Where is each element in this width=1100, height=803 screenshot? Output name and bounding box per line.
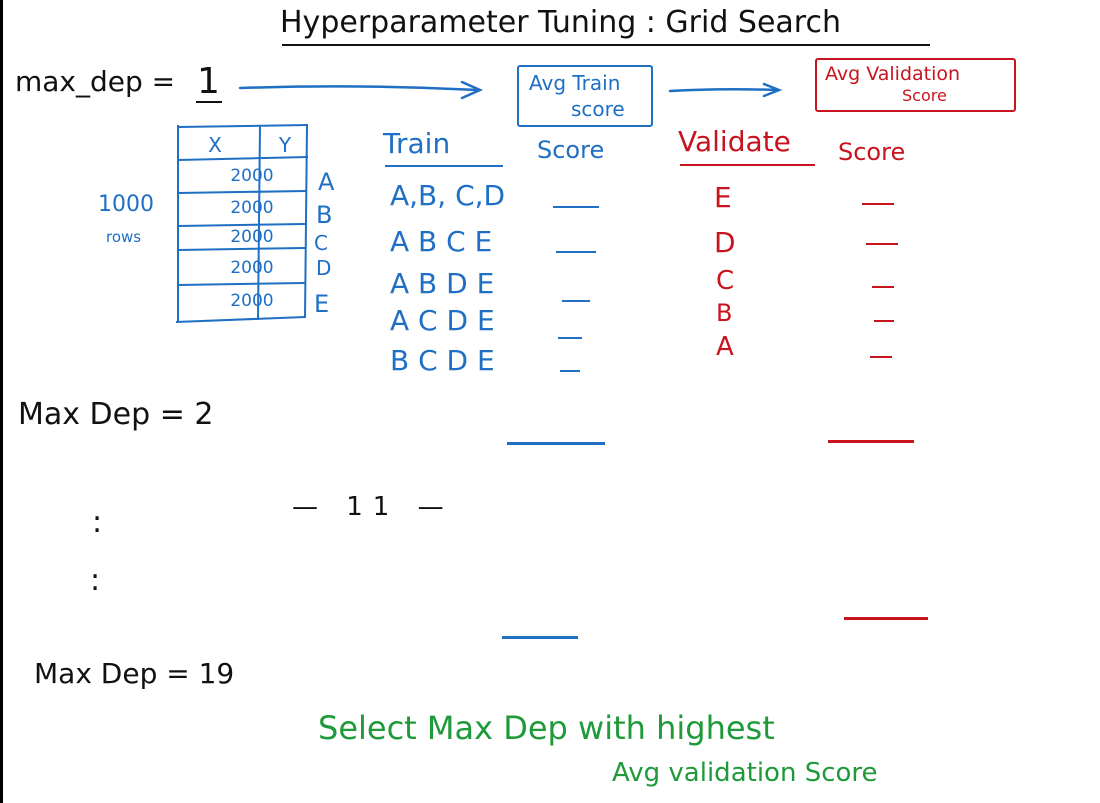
train-set-3: A B D E [390, 267, 495, 300]
max-dep-2-label: Max Dep = 2 [18, 397, 214, 432]
table-cell: 2000 [230, 198, 274, 218]
max-dep-1-label: max_dep = [15, 65, 176, 98]
fold-label-a: A [318, 168, 335, 196]
max-dep-19-avg-validation [844, 617, 928, 620]
validate-set-2: D [714, 226, 736, 259]
train-score-dash [553, 206, 599, 208]
train-score-dash [560, 370, 580, 372]
validation-score-dash [866, 243, 898, 245]
train-score-dash [558, 337, 582, 339]
title-underline [282, 44, 930, 46]
arrow-to-avg-train [238, 80, 484, 100]
train-set-5: B C D E [390, 344, 495, 377]
table-cell: 2000 [230, 291, 274, 311]
train-score-dash [562, 300, 590, 302]
max-dep-2-avg-train [507, 442, 605, 445]
rows-word: rows [106, 228, 142, 246]
train-header: Train [383, 127, 451, 160]
max-dep-2-avg-validation [828, 440, 914, 443]
table-cell: 2000 [230, 227, 274, 247]
vertical-dots-upper: : [92, 505, 103, 540]
validate-header-underline [680, 164, 815, 166]
validate-set-1: E [714, 181, 732, 214]
avg-train-line2: score [571, 97, 625, 121]
fold-label-b: B [316, 201, 333, 229]
avg-validation-line2: Score [902, 86, 947, 105]
page-title: Hyperparameter Tuning : Grid Search [280, 5, 841, 40]
train-set-2: A B C E [390, 225, 493, 258]
fold-label-e: E [314, 290, 330, 318]
avg-train-score-box: Avg Train score [517, 65, 653, 127]
validation-score-dash [874, 320, 894, 322]
vertical-dots-lower: : [90, 563, 101, 598]
train-set-4: A C D E [390, 304, 495, 337]
arrow-to-avg-validation [668, 82, 783, 98]
ditto-mark: — 11 — [292, 492, 454, 522]
max-dep-1-value-underline [196, 101, 222, 103]
avg-train-line1: Avg Train [529, 71, 621, 95]
validate-set-3: C [716, 266, 735, 296]
rows-count: 1000 [98, 192, 154, 217]
conclusion-line-1: Select Max Dep with highest [318, 709, 775, 747]
validation-score-dash [870, 356, 892, 358]
table-cell: 2000 [230, 258, 274, 278]
data-table-grid [175, 124, 309, 323]
max-dep-19-avg-train [502, 636, 578, 639]
left-edge [0, 0, 3, 803]
validate-header: Validate [678, 125, 791, 158]
table-header-y: Y [278, 133, 292, 157]
validation-score-dash [872, 286, 894, 288]
validation-score-dash [862, 203, 894, 205]
avg-validation-line1: Avg Validation [825, 63, 961, 85]
table-header-x: X [208, 133, 222, 157]
fold-label-c: C [314, 231, 328, 255]
train-header-underline [385, 165, 503, 167]
conclusion-line-2: Avg validation Score [612, 758, 878, 788]
train-set-1: A,B, C,D [390, 179, 506, 212]
avg-validation-score-box: Avg Validation Score [815, 58, 1016, 112]
fold-label-d: D [316, 256, 332, 280]
validate-set-4: B [716, 299, 733, 327]
max-dep-1-value: 1 [197, 61, 220, 102]
max-dep-19-label: Max Dep = 19 [34, 657, 235, 690]
train-score-dash [556, 251, 596, 253]
validation-score-header: Score [838, 138, 906, 166]
table-cell: 2000 [230, 166, 274, 186]
train-score-header: Score [537, 136, 605, 164]
validate-set-5: A [716, 332, 734, 362]
